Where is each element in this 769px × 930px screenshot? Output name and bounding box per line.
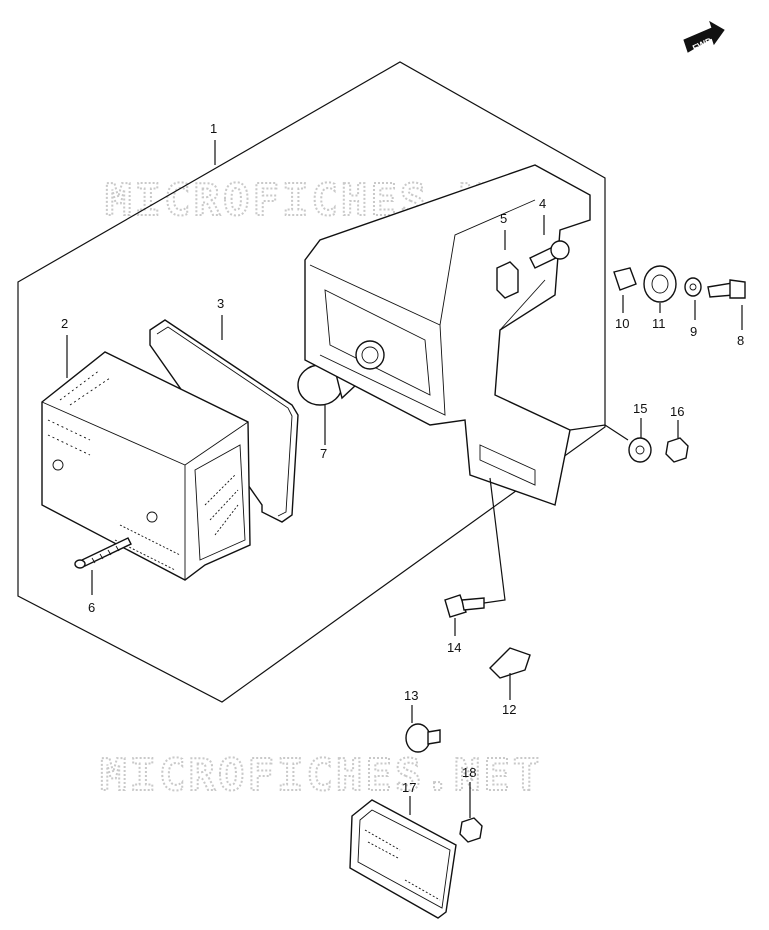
part-17-reflector <box>349 799 457 919</box>
part-11-grommet <box>643 265 677 303</box>
guide-bolt-14 <box>483 477 506 604</box>
callout-5: 5 <box>500 211 507 226</box>
callout-1: 1 <box>210 121 217 136</box>
callout-10: 10 <box>615 316 629 331</box>
part-16-nut <box>665 437 689 463</box>
callout-8: 8 <box>737 333 744 348</box>
fwd-arrow-icon: FWD <box>683 20 725 53</box>
callout-6: 6 <box>88 600 95 615</box>
callout-16: 16 <box>670 404 684 419</box>
part-9-washer <box>684 277 702 297</box>
part-lens <box>41 351 251 581</box>
callout-2: 2 <box>61 316 68 331</box>
callout-9: 9 <box>690 324 697 339</box>
part-spacer <box>496 261 519 299</box>
part-18-nut <box>459 817 483 843</box>
part-14-bolt <box>444 594 485 618</box>
callout-15: 15 <box>633 401 647 416</box>
callout-13: 13 <box>404 688 418 703</box>
part-10-collar <box>613 267 637 291</box>
part-screw <box>74 537 132 569</box>
callout-17: 17 <box>402 780 416 795</box>
part-15-washer <box>628 437 652 463</box>
part-bolt <box>529 240 570 269</box>
part-13-grommet <box>405 723 441 753</box>
part-housing <box>304 164 591 506</box>
assembly-outline <box>17 61 606 703</box>
callout-14: 14 <box>447 640 461 655</box>
callout-4: 4 <box>539 196 546 211</box>
part-12-cap <box>489 647 531 679</box>
callout-18: 18 <box>462 765 476 780</box>
callout-3: 3 <box>217 296 224 311</box>
callout-7: 7 <box>320 446 327 461</box>
guide-washer-15 <box>569 424 629 441</box>
callout-12: 12 <box>502 702 516 717</box>
part-8-bolt <box>707 279 746 299</box>
callout-11: 11 <box>652 316 666 331</box>
watermark-bottom: MICROFICHES.NET <box>100 750 542 801</box>
